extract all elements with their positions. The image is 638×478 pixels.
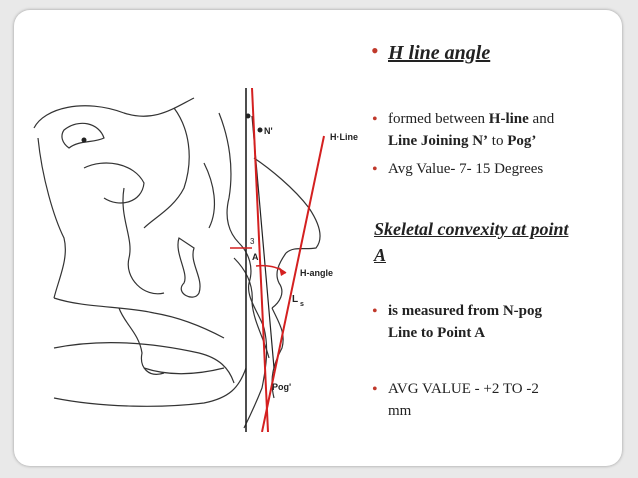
subheading: Skeletal convexity at point A xyxy=(374,216,624,268)
cephalometric-diagram: N' H·Line 3 A H-angle L s Pog' xyxy=(33,87,358,433)
slide: N' H·Line 3 A H-angle L s Pog' • H line … xyxy=(14,10,622,466)
bullet-text: formed between xyxy=(388,111,489,127)
subheading-line: A xyxy=(374,245,387,265)
bullet-marker: • xyxy=(372,381,378,398)
bullet-marker: • xyxy=(372,161,378,178)
label-a: A xyxy=(252,252,259,262)
slide-title: H line angle xyxy=(388,42,491,64)
bullet-text: is measured from N-pog xyxy=(388,303,543,319)
cephalometric-figure: N' H·Line 3 A H-angle L s Pog' xyxy=(24,68,376,433)
label-h-line: H·Line xyxy=(330,132,358,142)
bullet-formed-between: formed between H-line and Line Joining N… xyxy=(388,108,618,152)
bullet-text: AVG VALUE - +2 TO -2 xyxy=(388,381,539,397)
skull-sketch xyxy=(33,97,321,429)
bullet-measured-from: is measured from N-pog Line to Point A xyxy=(388,300,542,344)
bullet-bold: H-line xyxy=(488,111,529,127)
bullet-text: and xyxy=(528,111,555,127)
label-n-prime: N' xyxy=(264,126,273,136)
bullet-text: mm xyxy=(388,403,412,419)
label-h-angle: H-angle xyxy=(300,268,333,278)
bullet-bold: Pog’ xyxy=(507,133,537,149)
bullet-marker: • xyxy=(372,111,378,128)
bullet-text: to xyxy=(488,133,508,149)
label-three: 3 xyxy=(250,237,255,246)
label-ls: L xyxy=(292,294,298,305)
bullet-avg-value-mm: AVG VALUE - +2 TO -2 mm xyxy=(388,378,539,422)
red-vertical-line xyxy=(251,87,269,433)
bullet-text: Line to Point A xyxy=(388,325,486,341)
h-line xyxy=(261,135,325,433)
label-ls-sub: s xyxy=(300,301,304,308)
label-pog-prime: Pog' xyxy=(272,382,291,392)
bullet-bold: Line Joining N’ xyxy=(388,133,489,149)
subheading-line: Skeletal convexity at point xyxy=(374,219,569,239)
title-bullet: • xyxy=(371,38,379,63)
bullet-avg-value: Avg Value- 7- 15 Degrees xyxy=(388,161,544,177)
bullet-marker: • xyxy=(372,303,378,320)
